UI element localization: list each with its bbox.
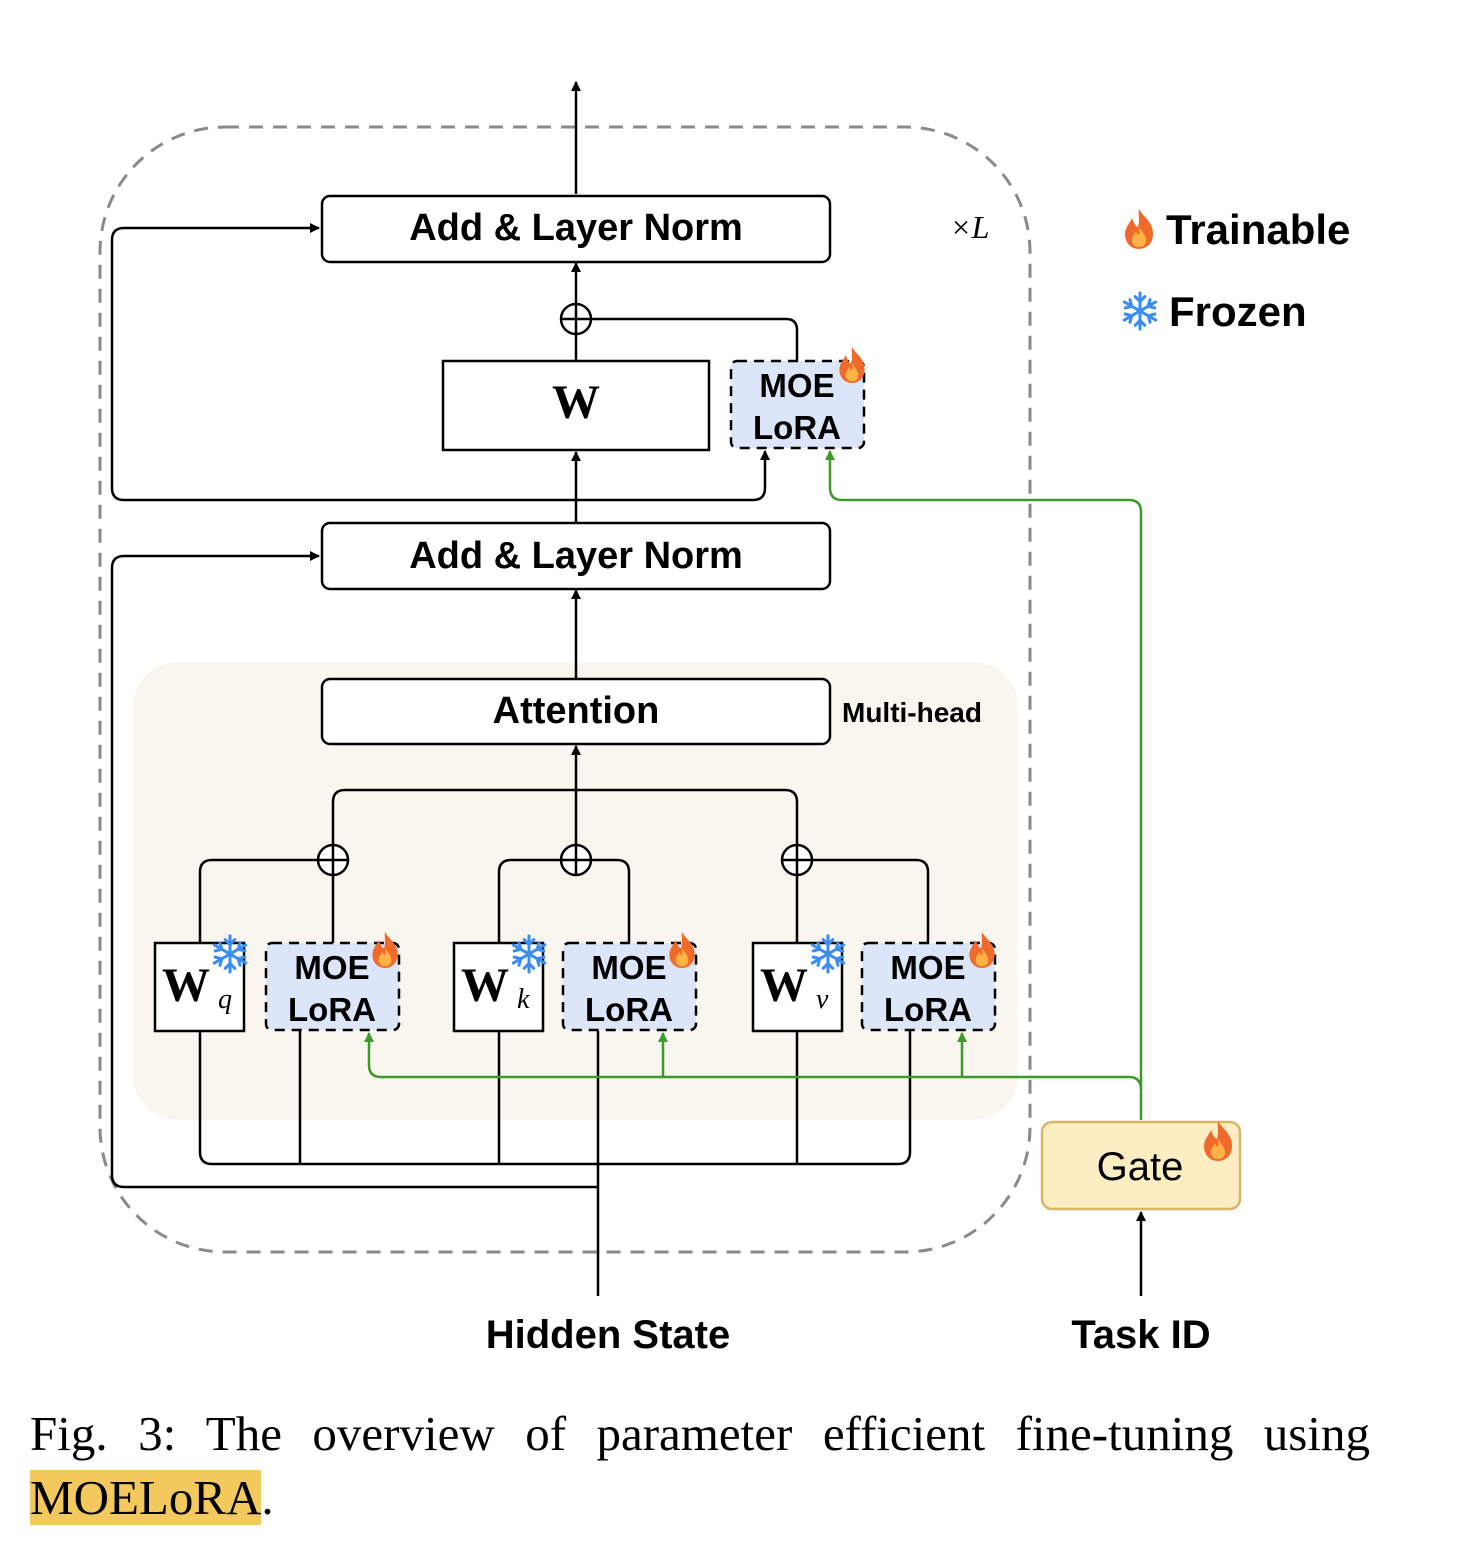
wq-subscript: q [218, 984, 232, 1015]
wv-label: W [760, 959, 808, 1012]
legend-trainable-label: Trainable [1166, 206, 1350, 253]
caption-text: Fig. 3: The overview of parameter effici… [30, 1406, 1370, 1461]
sum-node-k [559, 843, 593, 877]
moe-label: MOE [890, 949, 965, 986]
legend: Trainable Frozen [1120, 206, 1350, 335]
moelora-diagram: Add & Layer Norm W MOE LoRA Add & Layer … [98, 81, 1350, 1357]
task-id-label: Task ID [1071, 1313, 1210, 1357]
wk-label: W [461, 959, 509, 1012]
caption-highlight: MOELoRA [30, 1470, 262, 1525]
moe-label: MOE [759, 367, 834, 404]
attention-label: Attention [493, 690, 660, 732]
attention-box: Attention [320, 677, 832, 746]
layer-repeat-border [98, 125, 1032, 1254]
wv-subscript: v [816, 984, 829, 1015]
wv-box: W v [751, 934, 848, 1033]
lora-label: LoRA [288, 991, 376, 1028]
lora-label: LoRA [585, 991, 673, 1028]
moe-label: MOE [591, 949, 666, 986]
add-norm-mid-label: Add & Layer Norm [409, 535, 743, 577]
legend-frozen-label: Frozen [1169, 288, 1307, 335]
gate-box: Gate [1040, 1120, 1242, 1211]
add-norm-top-label: Add & Layer Norm [409, 207, 743, 249]
caption-period: . [261, 1470, 274, 1525]
lora-label: LoRA [884, 991, 972, 1028]
lora-label: LoRA [753, 409, 841, 446]
sum-node-top [559, 302, 593, 336]
moe-lora-k: MOE LoRA [561, 932, 698, 1032]
wq-box: W q [153, 934, 250, 1033]
w-label: W [552, 376, 600, 429]
wk-box: W k [452, 934, 549, 1033]
figure-caption: Fig. 3: The overview of parameter effici… [30, 1402, 1370, 1530]
moe-lora-v: MOE LoRA [860, 932, 997, 1032]
moe-lora-top: MOE LoRA [729, 347, 866, 450]
add-norm-top-box: Add & Layer Norm [320, 194, 832, 264]
multi-head-label: Multi-head [842, 697, 982, 728]
snowflake-icon [1120, 291, 1160, 331]
moe-label: MOE [294, 949, 369, 986]
add-norm-mid-box: Add & Layer Norm [320, 521, 832, 591]
repeat-label: ×L [950, 209, 989, 245]
flame-icon [839, 347, 865, 383]
sum-node-q [316, 843, 350, 877]
flame-icon [1125, 209, 1153, 249]
hidden-state-label: Hidden State [486, 1313, 730, 1357]
gate-connectors [364, 450, 1143, 1120]
gate-label: Gate [1097, 1145, 1184, 1189]
wk-subscript: k [517, 984, 530, 1015]
moe-lora-q: MOE LoRA [264, 932, 401, 1032]
sum-node-v [780, 843, 814, 877]
w-box: W [441, 359, 711, 452]
wq-label: W [162, 959, 210, 1012]
connectors [110, 81, 1146, 1296]
